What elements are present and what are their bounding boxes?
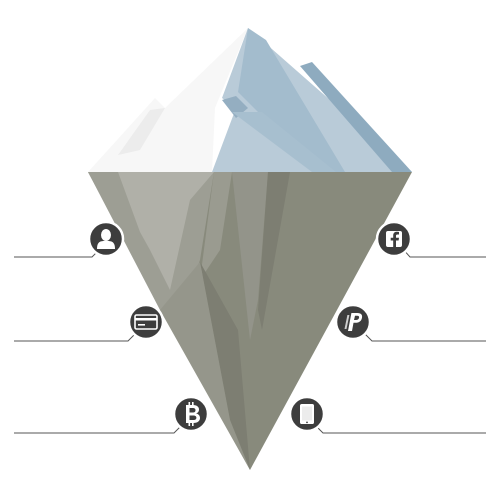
snow-face bbox=[88, 28, 248, 172]
ice-stripe-2 bbox=[300, 62, 412, 172]
tablet-icon bbox=[300, 404, 314, 424]
connector-left-3 bbox=[14, 424, 183, 434]
ice-stripe-4 bbox=[232, 112, 336, 172]
bitcoin-badge bbox=[172, 395, 210, 433]
connector-right-1 bbox=[401, 247, 486, 258]
rock-lightest-facet bbox=[118, 172, 214, 290]
snow-shadow bbox=[118, 108, 165, 155]
user-badge bbox=[87, 220, 125, 258]
rock-left-shadow bbox=[160, 262, 250, 470]
credit-card-icon bbox=[134, 314, 158, 330]
credit-card-badge bbox=[127, 303, 165, 341]
user-icon bbox=[97, 229, 115, 249]
rock-crack-3 bbox=[258, 172, 290, 330]
connector-right-3 bbox=[314, 424, 486, 434]
iceberg-tip bbox=[88, 28, 412, 172]
bitcoin-icon bbox=[186, 402, 200, 426]
connector-left-1 bbox=[14, 248, 101, 258]
facebook-icon bbox=[386, 231, 402, 248]
ice-stripe-1 bbox=[238, 28, 345, 172]
paypal-badge bbox=[334, 303, 372, 341]
rock-crack-4 bbox=[200, 262, 250, 470]
rock-crack-2 bbox=[232, 172, 268, 340]
connector-left-2 bbox=[14, 332, 137, 342]
paypal-icon bbox=[344, 313, 363, 331]
iceberg-underwater bbox=[88, 172, 412, 470]
facebook-badge bbox=[375, 220, 413, 258]
tablet-badge bbox=[288, 395, 326, 433]
connector-right-2 bbox=[363, 332, 486, 342]
rock-crack-1 bbox=[200, 172, 232, 280]
